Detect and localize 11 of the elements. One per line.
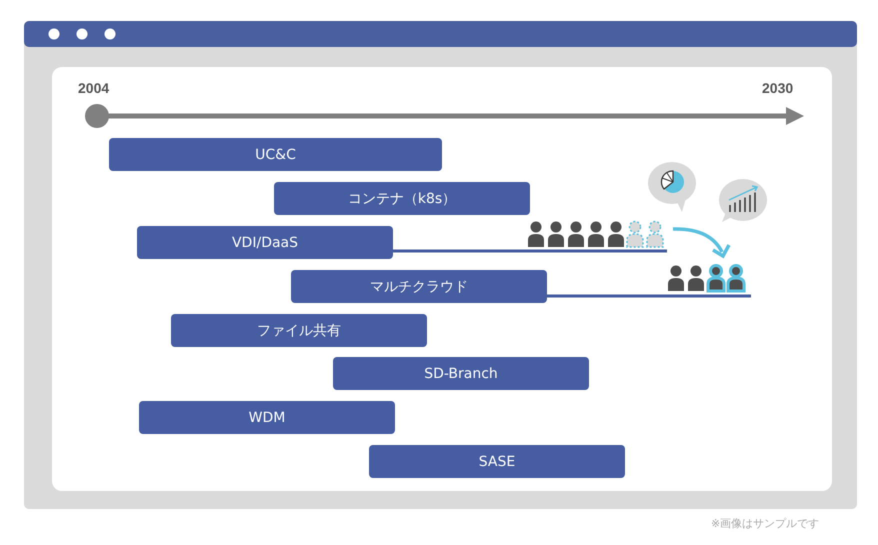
timeline-bar: SASE [369, 445, 625, 478]
timeline-bar: SD-Branch [333, 357, 589, 390]
year-label: 2030 [762, 80, 794, 96]
timeline-bar: マルチクラウド [291, 270, 547, 303]
timeline-bar: コンテナ（k8s） [274, 182, 530, 215]
year-label: 2004 [78, 80, 110, 96]
timeline-bar: ファイル共有 [171, 314, 427, 347]
timeline-bar: VDI/DaaS [137, 226, 393, 259]
caption: ※画像はサンプルです [711, 516, 820, 531]
timeline-bar: UC&C [109, 138, 442, 171]
timeline-bar: WDM [139, 401, 395, 434]
